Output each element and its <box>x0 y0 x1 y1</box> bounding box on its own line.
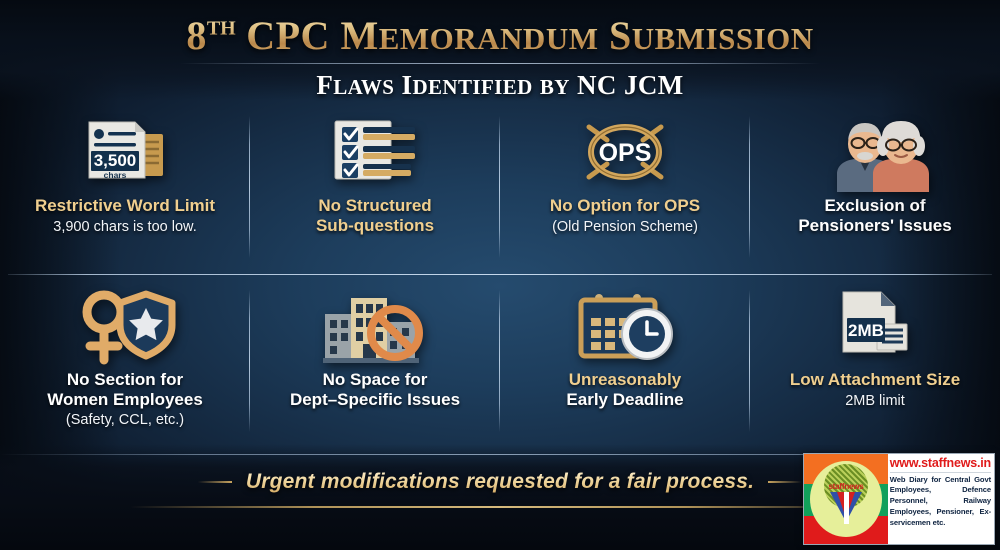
card-title-line1: Exclusion of <box>824 196 926 215</box>
poster-header: 8TH CPC MEMORANDUM SUBMISSION FLAWS IDEN… <box>0 0 1000 100</box>
document-char-limit-icon: 3,500 chars <box>77 108 173 196</box>
icon-char-unit: chars <box>104 170 127 180</box>
card-title-line1: No Structured <box>318 196 432 215</box>
footer-dash-right <box>768 481 803 483</box>
card-caption: No Option for OPS (Old Pension Scheme) <box>550 196 700 235</box>
flaw-card-low-attachment-size[interactable]: 2MB Low Attachment Size 2MB limit <box>750 278 1000 446</box>
subtitle-word-flaws: FLAWS <box>316 70 395 100</box>
page-subtitle: FLAWS IDENTIFIED BY NC JCM <box>0 70 1000 101</box>
footer-message: Urgent modifications requested for a fai… <box>245 470 755 493</box>
flaws-grid: 3,500 chars Restrictive Word Limit 3,900… <box>0 104 1000 444</box>
logo-url[interactable]: www.staffnews.in <box>889 456 991 473</box>
card-title-line1: No Space for <box>322 370 428 389</box>
card-subtitle: 3,900 chars is too low. <box>53 218 197 235</box>
flaw-card-no-option-for-ops[interactable]: OPS No Option for OPS (Old Pension Schem… <box>500 104 750 272</box>
flaw-card-no-space-for-dept-specific-issues[interactable]: No Space for Dept–Specific Issues <box>250 278 500 446</box>
subtitle-word-identified: IDENTIFIED <box>401 70 533 100</box>
icon-char-count: 3,500 <box>94 151 137 170</box>
card-title-line2: Women Employees <box>47 389 203 409</box>
staffnews-logo[interactable]: staffnews www.staffnews.in Web Diary for… <box>803 453 995 545</box>
title-word-submission: SUBMISSION <box>608 13 814 58</box>
card-title: Low Attachment Size <box>789 370 961 389</box>
card-caption: Restrictive Word Limit 3,900 chars is to… <box>35 196 215 235</box>
card-caption: No Structured Sub-questions <box>316 196 434 235</box>
card-title-line2: Sub-questions <box>315 215 435 235</box>
flaw-card-exclusion-of-pensioners-issues[interactable]: Exclusion of Pensioners' Issues <box>750 104 1000 272</box>
card-title-line1: Unreasonably <box>568 370 682 389</box>
title-word-cpc: CPC <box>246 13 330 58</box>
card-subtitle: 2MB limit <box>845 392 905 409</box>
title-word-memorandum: MEMORANDUM <box>340 13 599 58</box>
title-ordinal-suffix: TH <box>206 17 236 40</box>
logo-text-panel: www.staffnews.in Web Diary for Central G… <box>886 454 994 544</box>
flaw-card-no-section-for-women-employees[interactable]: No Section for Women Employees (Safety, … <box>0 278 250 446</box>
flaws-row-1: 3,500 chars Restrictive Word Limit 3,900… <box>0 104 1000 272</box>
card-caption: Exclusion of Pensioners' Issues <box>798 196 951 235</box>
logo-stem <box>844 492 849 524</box>
card-caption: No Section for Women Employees (Safety, … <box>47 370 203 429</box>
file-size-icon: 2MB <box>825 282 925 370</box>
subtitle-word-by: BY <box>539 75 570 99</box>
icon-ops-label: OPS <box>599 139 652 167</box>
logo-emblem: staffnews <box>804 454 888 544</box>
card-caption: Unreasonably Early Deadline <box>566 370 683 409</box>
title-ordinal: 8 <box>186 13 207 58</box>
card-title-line1: No Section for <box>66 370 184 389</box>
female-shield-icon <box>70 282 180 370</box>
flaw-card-restrictive-word-limit[interactable]: 3,500 chars Restrictive Word Limit 3,900… <box>0 104 250 272</box>
logo-description: Web Diary for Central Govt Employees, De… <box>889 474 991 527</box>
header-divider <box>180 63 820 64</box>
icon-size-label: 2MB <box>848 321 884 340</box>
card-title-line2: Pensioners' Issues <box>798 215 952 235</box>
logo-brand-text: staffnews <box>828 482 864 491</box>
buildings-prohibited-icon <box>315 282 435 370</box>
flaw-card-unreasonably-early-deadline[interactable]: Unreasonably Early Deadline <box>500 278 750 446</box>
card-subtitle: (Old Pension Scheme) <box>552 218 698 235</box>
subtitle-word-ncjcm: NC JCM <box>577 70 684 100</box>
footer-dash-left <box>197 481 232 483</box>
checklist-icon <box>327 108 423 196</box>
card-subtitle: (Safety, CCL, etc.) <box>65 412 185 429</box>
card-title: No Option for OPS <box>549 196 701 215</box>
page-title: 8TH CPC MEMORANDUM SUBMISSION <box>0 0 1000 56</box>
footer-bottom-divider <box>130 506 870 508</box>
card-caption: Low Attachment Size 2MB limit <box>790 370 960 409</box>
flaw-card-no-structured-subquestions[interactable]: No Structured Sub-questions <box>250 104 500 272</box>
card-title: Restrictive Word Limit <box>34 196 216 215</box>
calendar-clock-icon <box>567 282 683 370</box>
elderly-couple-icon <box>815 108 935 196</box>
card-title-line2: Dept–Specific Issues <box>289 389 461 409</box>
card-caption: No Space for Dept–Specific Issues <box>290 370 460 409</box>
flaws-row-2: No Section for Women Employees (Safety, … <box>0 278 1000 446</box>
card-title-line2: Early Deadline <box>566 389 684 409</box>
ops-wheel-icon: OPS <box>573 108 677 196</box>
row-divider <box>8 274 992 275</box>
